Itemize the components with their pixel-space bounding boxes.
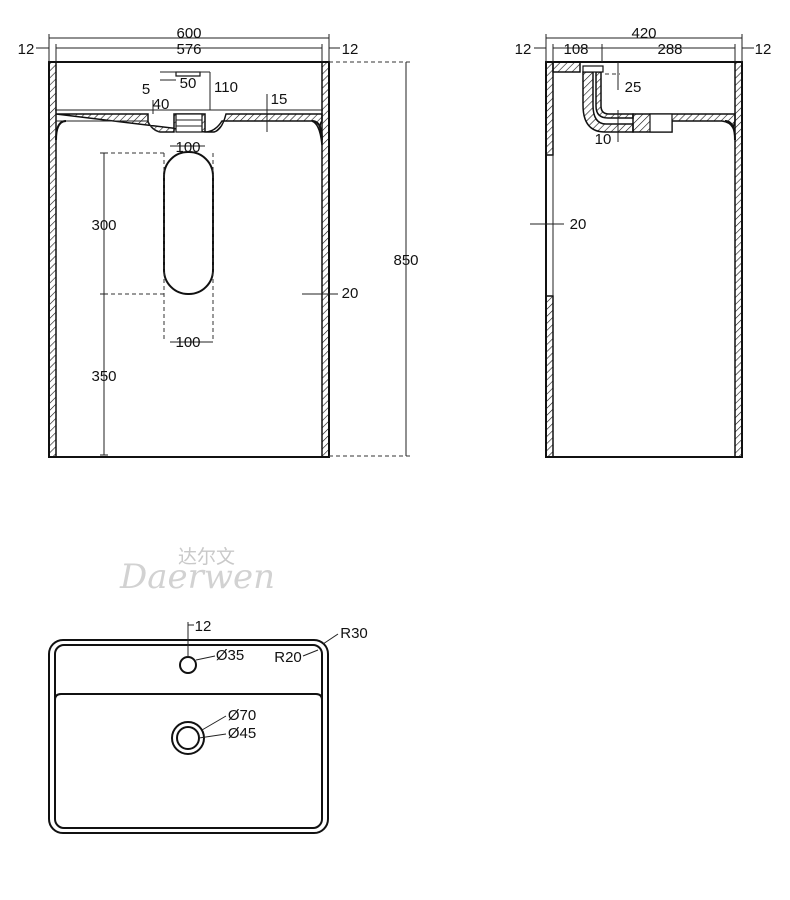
dim-width-total: 600 xyxy=(176,25,201,42)
dim-opening-height: 300 xyxy=(91,217,116,234)
side-back-wall-lower xyxy=(545,295,554,458)
dim-drain-width: 100 xyxy=(175,139,200,156)
side-front-wall xyxy=(734,61,743,458)
front-left-wall xyxy=(48,61,57,458)
top-outer-outline xyxy=(48,639,329,834)
side-basin-floor xyxy=(632,113,736,133)
dim-wall-right: 12 xyxy=(342,41,359,58)
dim-depth-total: 420 xyxy=(631,25,656,42)
dim-faucet-offset: 12 xyxy=(195,618,212,635)
dim-drain-offset: 25 xyxy=(625,79,642,96)
dim-basin-depth: 110 xyxy=(214,79,238,96)
dim-outer-radius: R30 xyxy=(340,625,368,642)
dim-faucet-width: 50 xyxy=(180,75,197,92)
dim-side-thickness: 20 xyxy=(342,285,359,302)
top-faucet-hole xyxy=(179,656,197,674)
dim-drain-inner-dia: Ø45 xyxy=(228,725,256,742)
dim-inner-radius: R20 xyxy=(274,649,302,666)
dim-total-height: 850 xyxy=(393,252,418,269)
dim-side-thickness: 20 xyxy=(570,216,587,233)
dim-opening-width: 100 xyxy=(175,334,200,351)
side-drain-pipe xyxy=(582,71,634,133)
dim-drain-step: 40 xyxy=(153,96,170,113)
dim-faucet-hole-dia: Ø35 xyxy=(216,647,244,664)
dim-base-to-opening: 350 xyxy=(91,368,116,385)
dim-wall-back: 12 xyxy=(515,41,532,58)
dim-faucet-offset: 5 xyxy=(142,81,150,98)
dim-deck-depth: 108 xyxy=(563,41,588,58)
dim-wall-front: 12 xyxy=(755,41,772,58)
side-view: 420 12 108 288 12 25 10 20 xyxy=(515,25,772,458)
watermark-chinese: 达尔文 xyxy=(178,546,235,568)
side-back-wall-upper xyxy=(545,61,554,156)
front-right-wall xyxy=(321,61,330,458)
dim-wall-left: 12 xyxy=(18,41,35,58)
top-basin-edge xyxy=(54,693,323,701)
front-drain xyxy=(175,113,203,133)
front-opening xyxy=(163,151,214,295)
watermark-logo: 达尔文 Daerwen xyxy=(119,546,275,597)
dim-drain-wall: 10 xyxy=(595,131,612,148)
dim-drain-outer-dia: Ø70 xyxy=(228,707,256,724)
watermark-latin: Daerwen xyxy=(119,557,275,597)
top-view: 12 Ø35 R30 R20 Ø70 Ø45 xyxy=(48,618,368,834)
top-drain-outer xyxy=(171,721,205,755)
top-drain-inner xyxy=(176,726,200,750)
dim-bottom-thickness: 15 xyxy=(271,91,288,108)
dim-basin-length: 288 xyxy=(657,41,682,58)
dim-width-inner: 576 xyxy=(176,41,201,58)
front-view: 600 576 12 12 5 50 110 40 15 100 300 100… xyxy=(18,25,419,458)
